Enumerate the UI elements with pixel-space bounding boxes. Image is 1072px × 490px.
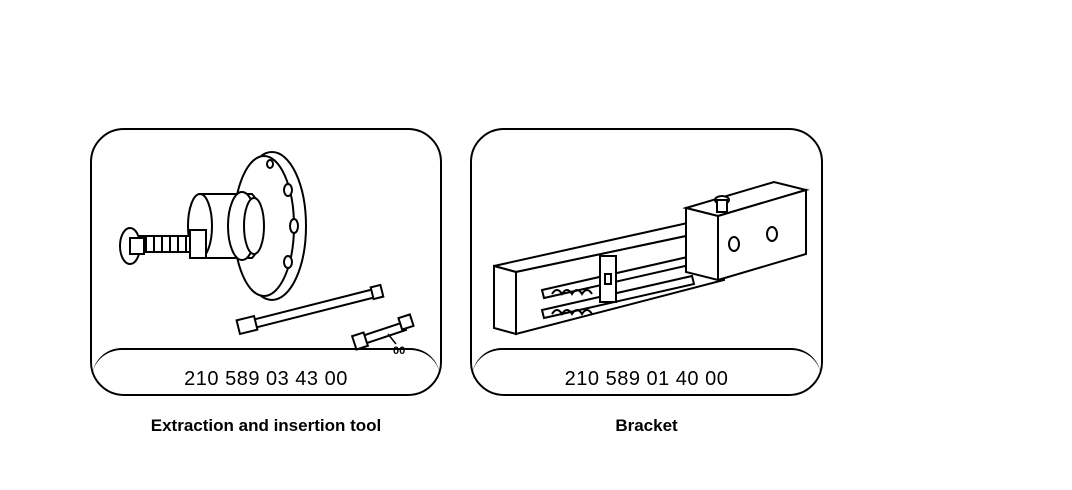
part-number: 210 589 01 40 00 — [564, 368, 729, 390]
bracket-illustration — [493, 180, 810, 336]
card-footer-divider — [472, 348, 821, 394]
part-number: 210 589 03 43 00 — [184, 368, 348, 390]
tool-card-bracket: 210 589 01 40 00 — [470, 128, 823, 396]
tool-card-extraction: 00 210 589 03 43 00 — [90, 128, 442, 396]
card-footer-divider — [92, 348, 440, 394]
extraction-tool-illustration: 00 — [119, 151, 415, 357]
tool-caption: Extraction and insertion tool — [150, 416, 382, 435]
tool-caption: Bracket — [615, 416, 678, 435]
